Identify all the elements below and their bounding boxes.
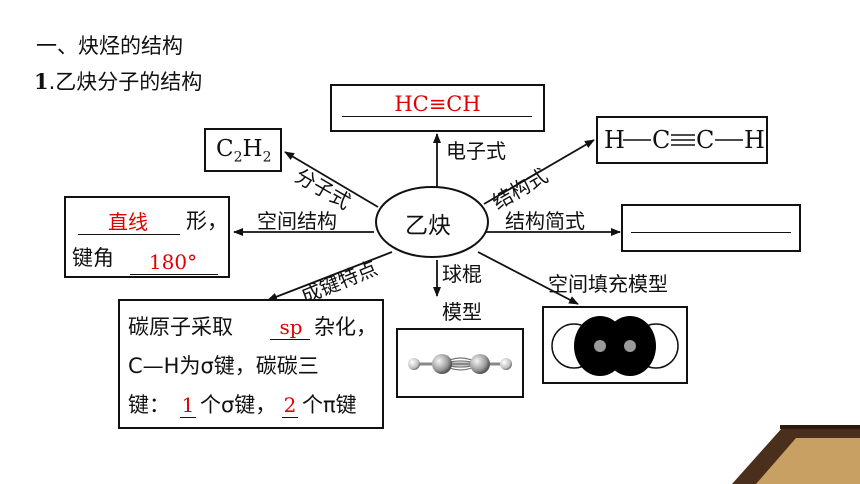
atom-c-left: C [652, 126, 671, 154]
carbon-ball-left [432, 354, 452, 374]
spatial-structure-box: 直线 形， 键角 180° [64, 196, 230, 278]
subsection-title: .乙炔分子的结构 [48, 70, 203, 94]
angle-label: 键角 [72, 246, 114, 270]
answer-shape: 直线 [108, 210, 148, 234]
bonding-line1-b: 杂化， [314, 315, 377, 339]
carbon-ball-right [470, 354, 490, 374]
answer-hybrid: sp [279, 315, 303, 339]
bonding-line2: C—H为σ键，碳碳三 [128, 354, 319, 378]
center-label: 乙炔 [405, 213, 451, 239]
center-oval [375, 186, 489, 258]
structural-formula-box: H C C H [596, 116, 768, 164]
arrow-space-fill [477, 251, 579, 305]
bonding-line1-a: 碳原子采取 [128, 315, 233, 339]
ball-stick-label-2: 模型 [442, 300, 482, 324]
space-fill-model [551, 316, 679, 376]
space-fill-model-box [542, 306, 688, 384]
shape-suffix: 形， [186, 209, 228, 233]
molecular-formula: C2H2 [216, 136, 272, 166]
atom-h-left: H [604, 126, 625, 154]
bonding-line3-a: 键： [128, 393, 170, 417]
ball-stick-model-box [396, 328, 524, 398]
ball-stick-model [408, 354, 512, 374]
arrow-structural-formula [483, 139, 595, 205]
hydrogen-ball-left [408, 358, 420, 370]
bonding-line3-c: 个π键 [302, 393, 357, 417]
atom-h-right: H [744, 126, 765, 154]
subsection-heading: 1.乙炔分子的结构 [34, 66, 202, 96]
subsection-number: 1 [34, 69, 49, 94]
space-fill-label: 空间填充模型 [548, 272, 668, 296]
ball-stick-label-1: 球棍 [442, 262, 482, 286]
bonding-box: 碳原子采取 sp 杂化， C—H为σ键，碳碳三 键： 1 个σ键， 2 个π键 [118, 299, 384, 429]
arrow-molecular-formula [284, 151, 379, 208]
atom-c-right: C [696, 126, 715, 154]
electronic-formula-label: 电子式 [446, 139, 506, 163]
electronic-formula-box: HC≡CH [330, 84, 545, 132]
hydrogen-ball-right [500, 358, 512, 370]
electronic-formula-answer: HC≡CH [394, 92, 481, 116]
accent-band [756, 438, 860, 484]
bonding-line3-b: 个σ键， [200, 393, 277, 417]
answer-pi-count: 2 [283, 393, 297, 417]
simplified-formula-box [621, 204, 801, 252]
molecular-formula-box: C2H2 [204, 128, 282, 172]
bond-lines [623, 134, 743, 146]
answer-sigma-count: 1 [181, 393, 195, 417]
spatial-structure-label: 空间结构 [257, 209, 337, 233]
simplified-formula-label: 结构简式 [505, 209, 585, 233]
arrow-bonding [267, 251, 393, 301]
answer-angle: 180° [148, 250, 198, 274]
section-heading: 一、炔烃的结构 [36, 34, 183, 58]
